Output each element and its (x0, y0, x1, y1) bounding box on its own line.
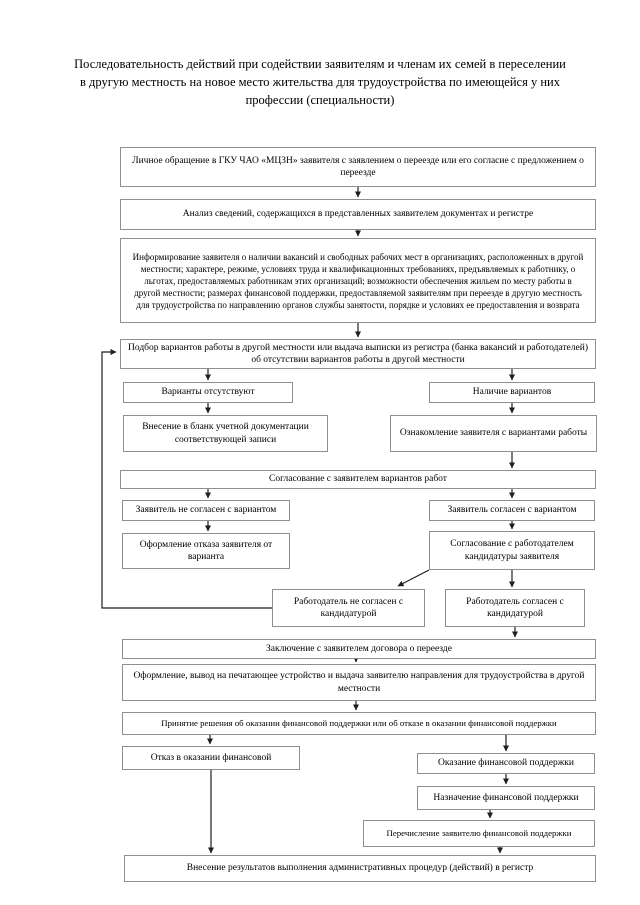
node-record-entry: Внесение в бланк учетной документации со… (123, 415, 328, 452)
node-provide-support: Оказание финансовой поддержки (417, 753, 595, 774)
node-personal-appeal: Личное обращение в ГКУ ЧАО «МЦЗН» заявит… (120, 147, 596, 187)
node-decision: Принятие решения об оказании финансовой … (122, 712, 596, 735)
node-employer-coordination: Согласование с работодателем кандидатуры… (429, 531, 595, 570)
node-assign-support: Назначение финансовой поддержки (417, 786, 595, 810)
node-analysis: Анализ сведений, содержащихся в представ… (120, 199, 596, 230)
node-contract: Заключение с заявителем договора о перее… (122, 639, 596, 659)
node-employer-agree: Работодатель согласен с кандидатурой (445, 589, 585, 627)
node-selection: Подбор вариантов работы в другой местнос… (120, 339, 596, 369)
node-refusal: Оформление отказа заявителя от варианта (122, 533, 290, 569)
node-client-disagree: Заявитель не согласен с вариантом (122, 500, 290, 521)
node-informing: Информирование заявителя о наличии вакан… (120, 238, 596, 323)
node-employer-disagree: Работодатель не согласен с кандидатурой (272, 589, 425, 627)
page-title: Последовательность действий при содейств… (74, 57, 566, 108)
node-refuse-support: Отказ в оказании финансовой (122, 746, 300, 770)
node-familiarize: Ознакомление заявителя с вариантами рабо… (390, 415, 597, 452)
node-no-options: Варианты отсутствуют (123, 382, 293, 403)
node-final: Внесение результатов выполнения админист… (124, 855, 596, 882)
node-has-options: Наличие вариантов (429, 382, 595, 403)
node-client-agree: Заявитель согласен с вариантом (429, 500, 595, 521)
arrow-employer-coordination-to-employer-disagree (397, 569, 430, 587)
node-transfer-support: Перечисление заявителю финансовой поддер… (363, 820, 595, 847)
node-registration: Оформление, вывод на печатающее устройст… (122, 664, 596, 701)
node-coordination-options: Согласование с заявителем вариантов рабо… (120, 470, 596, 489)
